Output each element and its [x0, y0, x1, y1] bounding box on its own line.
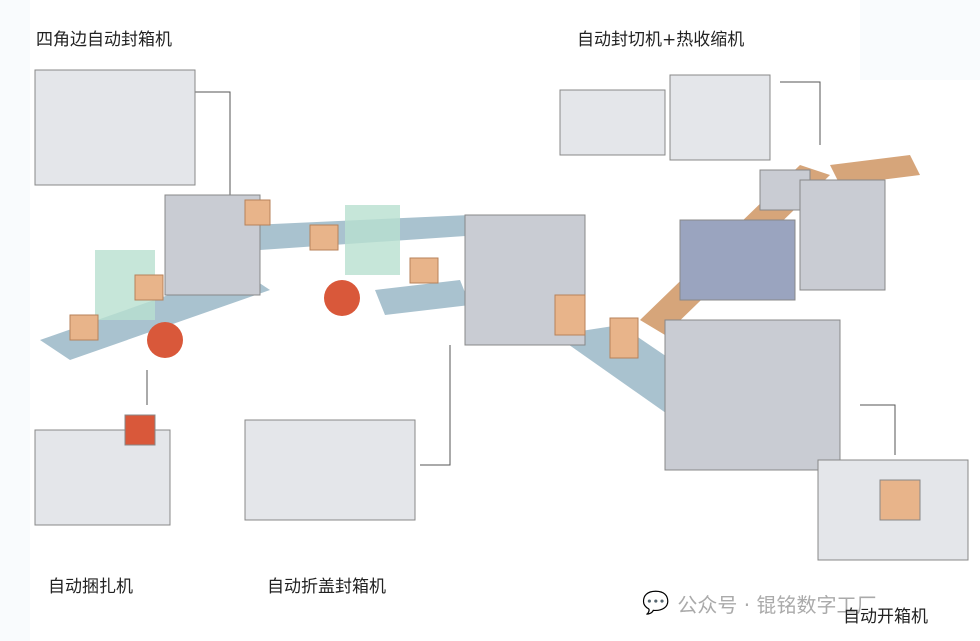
leader-lines — [146, 81, 896, 466]
label-fold-sealer: 自动折盖封箱机 — [267, 577, 386, 597]
watermark-text: 公众号 · 锟铭数字工厂 — [677, 593, 877, 617]
inset-machines — [34, 69, 969, 561]
strap-reels — [147, 280, 360, 358]
label-shrink-wrapper: 自动封切机+热收缩机 — [577, 30, 745, 50]
label-strapping-machine: 自动捆扎机 — [48, 577, 133, 597]
label-corner-sealer: 四角边自动封箱机 — [36, 30, 172, 50]
cartons — [69, 199, 639, 359]
wechat-icon: 💬 — [642, 591, 670, 616]
label-case-erector: 自动开箱机 — [843, 607, 928, 627]
machines — [164, 169, 886, 471]
watermark: 💬 公众号 · 锟铭数字工厂 — [642, 589, 876, 618]
